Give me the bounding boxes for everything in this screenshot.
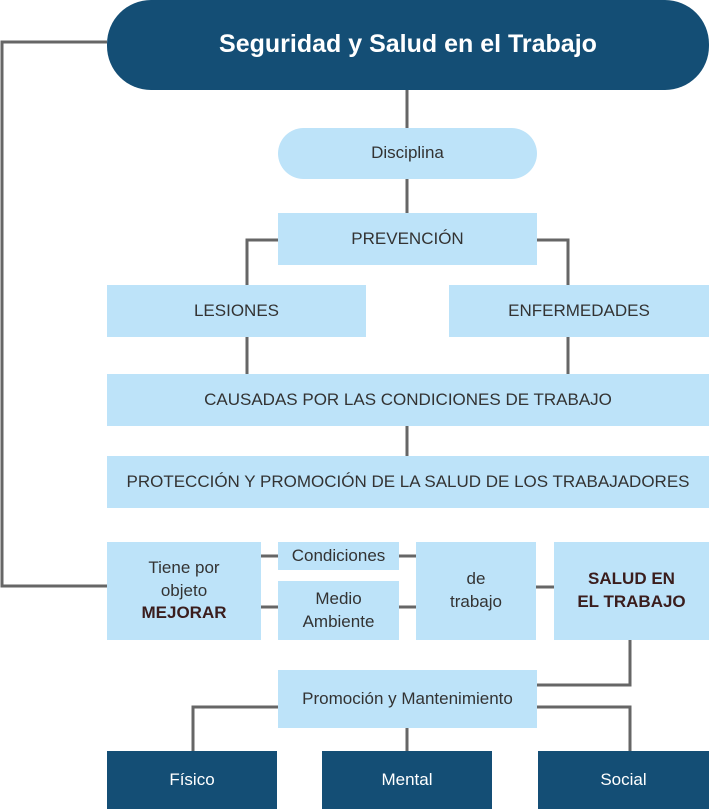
protection-box: PROTECCIÓN Y PROMOCIÓN DE LA SALUD DE LO… — [107, 456, 709, 508]
physical-text: Físico — [169, 769, 215, 789]
objective-line2: objeto — [160, 580, 208, 600]
diseases-text: ENFERMEDADES — [508, 300, 650, 320]
injuries-text: LESIONES — [193, 300, 280, 320]
prevention-text: PREVENCIÓN — [351, 228, 464, 248]
conditions-text: Condiciones — [291, 545, 386, 565]
physical-box: Físico — [107, 751, 277, 809]
title-text: Seguridad y Salud en el Trabajo — [219, 30, 597, 59]
of-work-line2: trabajo — [450, 592, 502, 611]
health-at-work-box: SALUD EN EL TRABAJO — [554, 542, 709, 640]
injuries-box: LESIONES — [107, 285, 366, 337]
promotion-box: Promoción y Mantenimiento — [278, 670, 537, 728]
title-box: Seguridad y Salud en el Trabajo — [107, 0, 709, 90]
social-box: Social — [538, 751, 709, 809]
of-work-line1: de — [466, 569, 486, 589]
discipline-box: Disciplina — [278, 128, 537, 179]
social-text: Social — [600, 769, 647, 789]
objective-box: Tiene por objeto MEJORAR — [107, 542, 261, 640]
caused-by-box: CAUSADAS POR LAS CONDICIONES DE TRABAJO — [107, 374, 709, 426]
objective-line3: MEJORAR — [141, 603, 227, 623]
mental-box: Mental — [322, 751, 492, 809]
health-at-work-line2: EL TRABAJO — [577, 592, 686, 611]
caused-by-text: CAUSADAS POR LAS CONDICIONES DE TRABAJO — [204, 389, 612, 409]
objective-line1: Tiene por — [148, 557, 220, 577]
protection-text: PROTECCIÓN Y PROMOCIÓN DE LA SALUD DE LO… — [126, 471, 690, 491]
environment-line1: Medio — [315, 588, 362, 608]
prevention-box: PREVENCIÓN — [278, 213, 537, 265]
promotion-text: Promoción y Mantenimiento — [302, 688, 513, 708]
health-at-work-line1: SALUD EN — [588, 569, 675, 589]
conditions-box: Condiciones — [278, 542, 399, 570]
diseases-box: ENFERMEDADES — [449, 285, 709, 337]
environment-line2: Ambiente — [302, 611, 375, 631]
environment-box: Medio Ambiente — [278, 581, 399, 640]
discipline-text: Disciplina — [371, 143, 444, 163]
mental-text: Mental — [381, 769, 433, 789]
of-work-box: de trabajo — [416, 542, 536, 640]
